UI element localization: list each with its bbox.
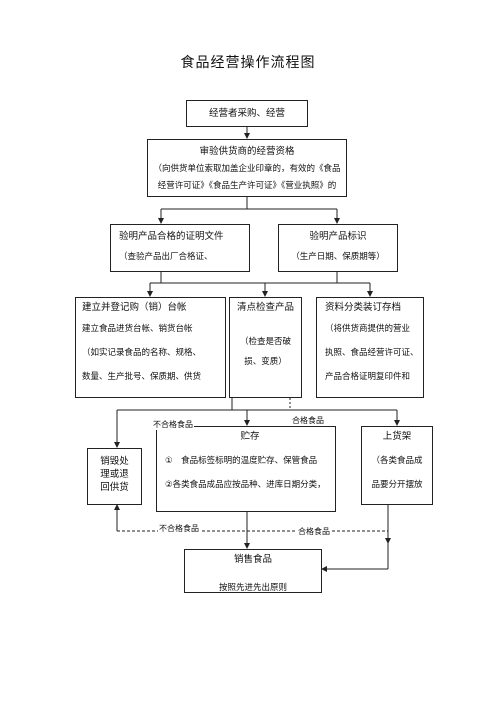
node-verify-qualification-line: 经营许可证》《食品生产许可证》《营业执照》的	[157, 181, 337, 191]
node-archive-title: 资料分类装订存档	[325, 302, 402, 313]
node-destroy-line: 销毁处	[100, 456, 129, 467]
node-inspect-line: （检查是否破	[239, 337, 291, 347]
node-shelf-line: （各类食品成	[371, 456, 423, 466]
node-ledger-line: 数量、生产批号、保质期、供货	[82, 372, 202, 382]
node-ledger-line: （如实记录食品的名称、规格、	[82, 348, 202, 358]
node-verify-label: 验明产品标识 （生产日期、保质期等）	[278, 224, 398, 272]
node-verify-label-title: 验明产品标识	[309, 231, 367, 242]
node-archive-line: （将供货商提供的营业	[325, 324, 411, 334]
node-storage-line: ① 食品标签标明的温度贮存、保管食品	[165, 456, 318, 466]
node-verify-cert-line: （查验产品出厂合格证、	[119, 252, 213, 262]
node-ledger-title: 建立并登记购（销）台帐	[82, 302, 187, 313]
node-inspect-title: 清点检查产品	[236, 302, 294, 313]
node-verify-qualification-line: （向供货单位索取加盖企业印章的，有效的《食品	[153, 164, 341, 174]
node-ledger: 建立并登记购（销）台帐 建立食品进货台帐、销货台帐 （如实记录食品的名称、规格、…	[75, 297, 226, 398]
node-verify-qualification: 审验供货商的经营资格 （向供货单位索取加盖企业印章的，有效的《食品 经营许可证》…	[147, 139, 347, 197]
page-title: 食品经营操作流程图	[180, 55, 316, 71]
node-storage-line: ②各类食品成品应按品种、进库日期分类，	[165, 480, 326, 490]
node-purchase: 经营者采购、经营	[186, 100, 308, 127]
node-archive-line: 产品合格证明复印件和	[325, 372, 411, 382]
node-destroy: 销毁处 理或退 回供货	[87, 448, 142, 505]
node-verify-cert: 验明产品合格的证明文件 （查验产品出厂合格证、	[110, 224, 250, 272]
node-verify-cert-title: 验明产品合格的证明文件	[119, 231, 224, 242]
edge-label-qualified-top: 合格食品	[291, 415, 325, 426]
node-storage: 贮存 ① 食品标签标明的温度贮存、保管食品 ②各类食品成品应按品种、进库日期分类…	[156, 426, 336, 512]
edge-label-unqualified-bottom: 不合格食品	[158, 523, 200, 534]
node-inspect: 清点检查产品 （检查是否破 损、变质）	[229, 297, 302, 398]
node-destroy-line: 理或退	[100, 469, 129, 480]
edge-label-unqualified-top: 不合格食品	[152, 419, 194, 430]
node-destroy-line: 回供货	[100, 482, 129, 493]
node-sales: 销售食品 按照先进先出原则	[184, 549, 322, 593]
node-archive-line: 执照、食品经营许可证、	[325, 348, 419, 358]
node-archive: 资料分类装订存档 （将供货商提供的营业 执照、食品经营许可证、 产品合格证明复印…	[316, 297, 424, 398]
node-sales-title: 销售食品	[233, 554, 272, 565]
node-sales-line: 按照先进先出原则	[218, 583, 287, 593]
node-shelf: 上货架 （各类食品成 品要分开摆放	[361, 426, 433, 505]
node-inspect-line: 损、变质）	[244, 357, 287, 367]
node-shelf-title: 上货架	[382, 431, 412, 442]
node-verify-qualification-title: 审验供货商的经营资格	[199, 146, 295, 157]
node-ledger-line: 建立食品进货台帐、销货台帐	[82, 324, 193, 334]
edge-label-qualified-bottom: 合格食品	[297, 526, 331, 537]
node-storage-title: 贮存	[240, 431, 260, 442]
node-shelf-line: 品要分开摆放	[371, 480, 423, 490]
node-verify-label-line: （生产日期、保质期等）	[291, 252, 385, 262]
node-purchase-title: 经营者采购、经营	[208, 108, 285, 119]
